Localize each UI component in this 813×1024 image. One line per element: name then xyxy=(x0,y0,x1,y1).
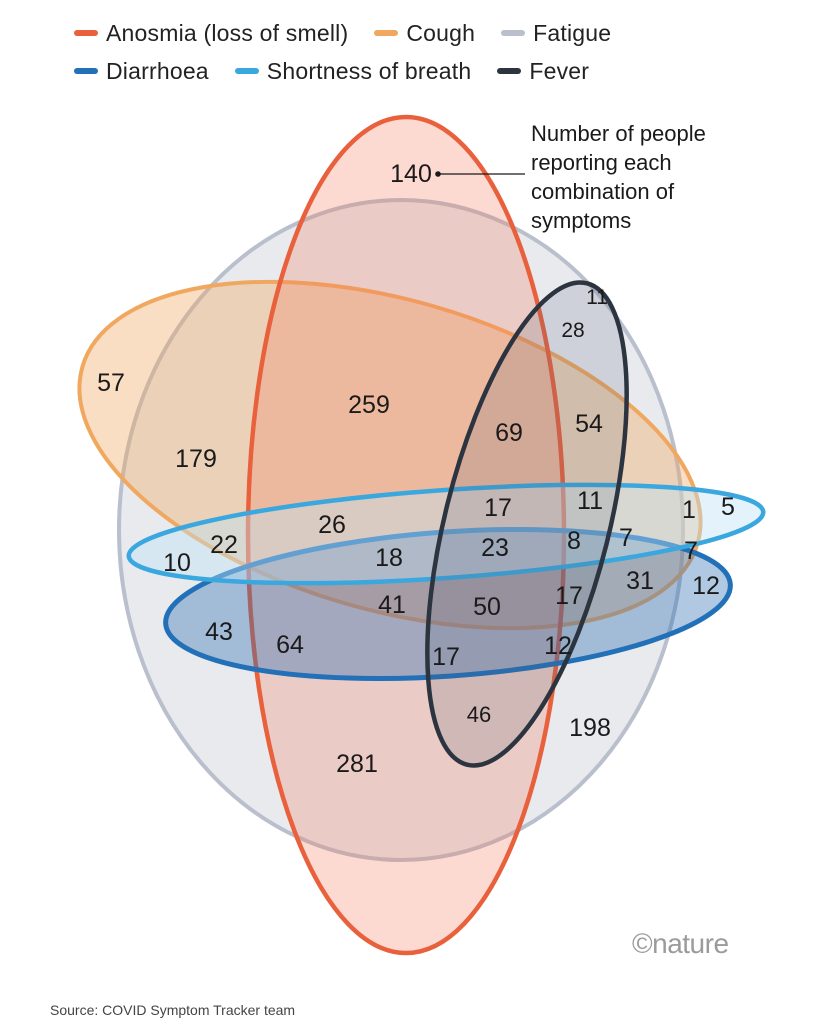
count-64: 64 xyxy=(276,631,304,659)
legend-item-diarrhoea: Diarrhoea xyxy=(74,58,209,85)
legend-swatch-fever xyxy=(497,68,522,74)
count-54: 54 xyxy=(575,410,603,438)
count-259: 259 xyxy=(348,391,390,419)
legend-swatch-cough xyxy=(374,30,399,36)
count-10: 10 xyxy=(163,549,191,577)
set-fever xyxy=(425,280,629,768)
legend-swatch-fatigue xyxy=(501,30,526,36)
count-18: 18 xyxy=(375,544,403,572)
legend-label-shortness-of-breath: Shortness of breath xyxy=(266,57,472,84)
legend-label-fatigue: Fatigue xyxy=(533,19,612,46)
count-22: 22 xyxy=(210,531,238,559)
legend-label-cough: Cough xyxy=(406,19,476,46)
legend-item-anosmia: Anosmia (loss of smell) xyxy=(74,20,348,47)
figure-frame xyxy=(0,0,813,1000)
count-57: 57 xyxy=(97,369,125,397)
venn-diagram: Number of people reporting each combinat… xyxy=(77,114,766,956)
count-23: 23 xyxy=(481,534,509,562)
legend-swatch-shortness-of-breath xyxy=(234,68,259,74)
legend-item-fever: Fever xyxy=(497,58,589,85)
count-17-upper: 17 xyxy=(484,494,512,522)
legend-label-anosmia: Anosmia (loss of smell) xyxy=(106,19,349,46)
callout-line-1: Number of people xyxy=(531,121,706,146)
count-69: 69 xyxy=(495,419,523,447)
legend-item-shortness-of-breath: Shortness of breath xyxy=(234,57,472,85)
callout-line-2: reporting each xyxy=(531,150,672,175)
count-1: 1 xyxy=(682,496,696,524)
legend-label-diarrhoea: Diarrhoea xyxy=(106,57,209,84)
nature-logo: ©nature xyxy=(632,928,729,959)
source-bar xyxy=(0,1000,813,1024)
count-26: 26 xyxy=(318,511,346,539)
legend-item-fatigue: Fatigue xyxy=(501,20,611,47)
legend-row-2: Diarrhoea Shortness of breath Fever xyxy=(74,52,794,90)
legend-swatch-diarrhoea xyxy=(74,68,98,74)
count-12-right: 12 xyxy=(692,572,720,600)
count-12-lower: 12 xyxy=(544,632,572,660)
count-11-top: 11 xyxy=(586,286,608,309)
count-179: 179 xyxy=(175,445,217,473)
count-8: 8 xyxy=(567,527,581,555)
legend-item-cough: Cough xyxy=(374,20,475,47)
callout-line-3: combination of xyxy=(531,179,675,204)
legend: Anosmia (loss of smell) Cough Fatigue Di… xyxy=(74,14,794,90)
legend-label-fever: Fever xyxy=(529,57,590,84)
count-43: 43 xyxy=(205,618,233,646)
count-17-right: 17 xyxy=(555,582,583,610)
count-11-mid: 11 xyxy=(577,487,603,515)
count-46: 46 xyxy=(467,702,491,727)
count-7-lower: 7 xyxy=(684,537,698,565)
legend-row-1: Anosmia (loss of smell) Cough Fatigue xyxy=(74,14,794,52)
count-5: 5 xyxy=(721,493,735,521)
callout-line-4: symptoms xyxy=(531,208,631,233)
count-17-lower: 17 xyxy=(432,643,460,671)
count-140: 140 xyxy=(390,160,432,188)
count-50: 50 xyxy=(473,593,501,621)
count-198: 198 xyxy=(569,714,611,742)
callout-dot xyxy=(435,171,441,177)
count-31: 31 xyxy=(626,567,654,595)
count-41: 41 xyxy=(378,591,406,619)
count-281: 281 xyxy=(336,750,378,778)
source-note: Source: COVID Symptom Tracker team xyxy=(50,1002,296,1018)
count-7-upper: 7 xyxy=(619,524,633,552)
count-28: 28 xyxy=(561,319,584,342)
legend-swatch-anosmia xyxy=(74,30,98,36)
